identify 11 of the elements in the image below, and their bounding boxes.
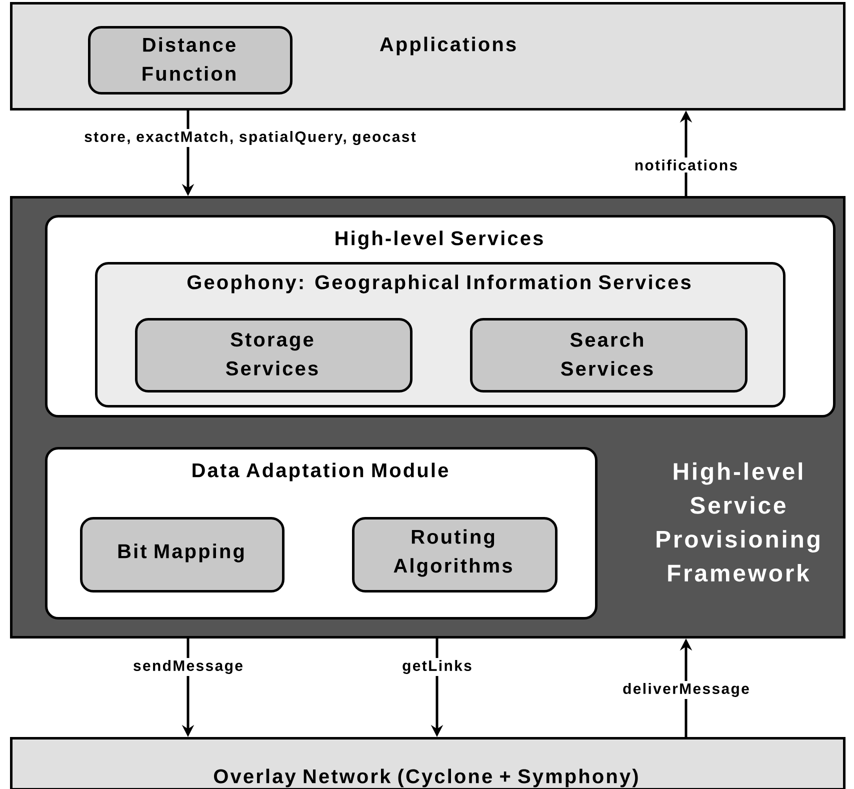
edge-label: getLinks — [400, 658, 474, 676]
layer-band: Overlay Network (Cyclone + Symphony) — [10, 737, 846, 789]
module-box: Routing Algorithms — [352, 517, 558, 592]
module-box: Distance Function — [88, 26, 292, 94]
module-box: Bit Mapping — [80, 517, 284, 592]
module-box: Storage Services — [135, 318, 412, 392]
edge-label: deliverMessage — [620, 681, 752, 699]
edge-label: store, exactMatch, spatialQuery, geocast — [82, 129, 418, 147]
edge-label: notifications — [632, 158, 740, 172]
module-box: Search Services — [470, 318, 748, 392]
edge-label: sendMessage — [131, 658, 245, 676]
